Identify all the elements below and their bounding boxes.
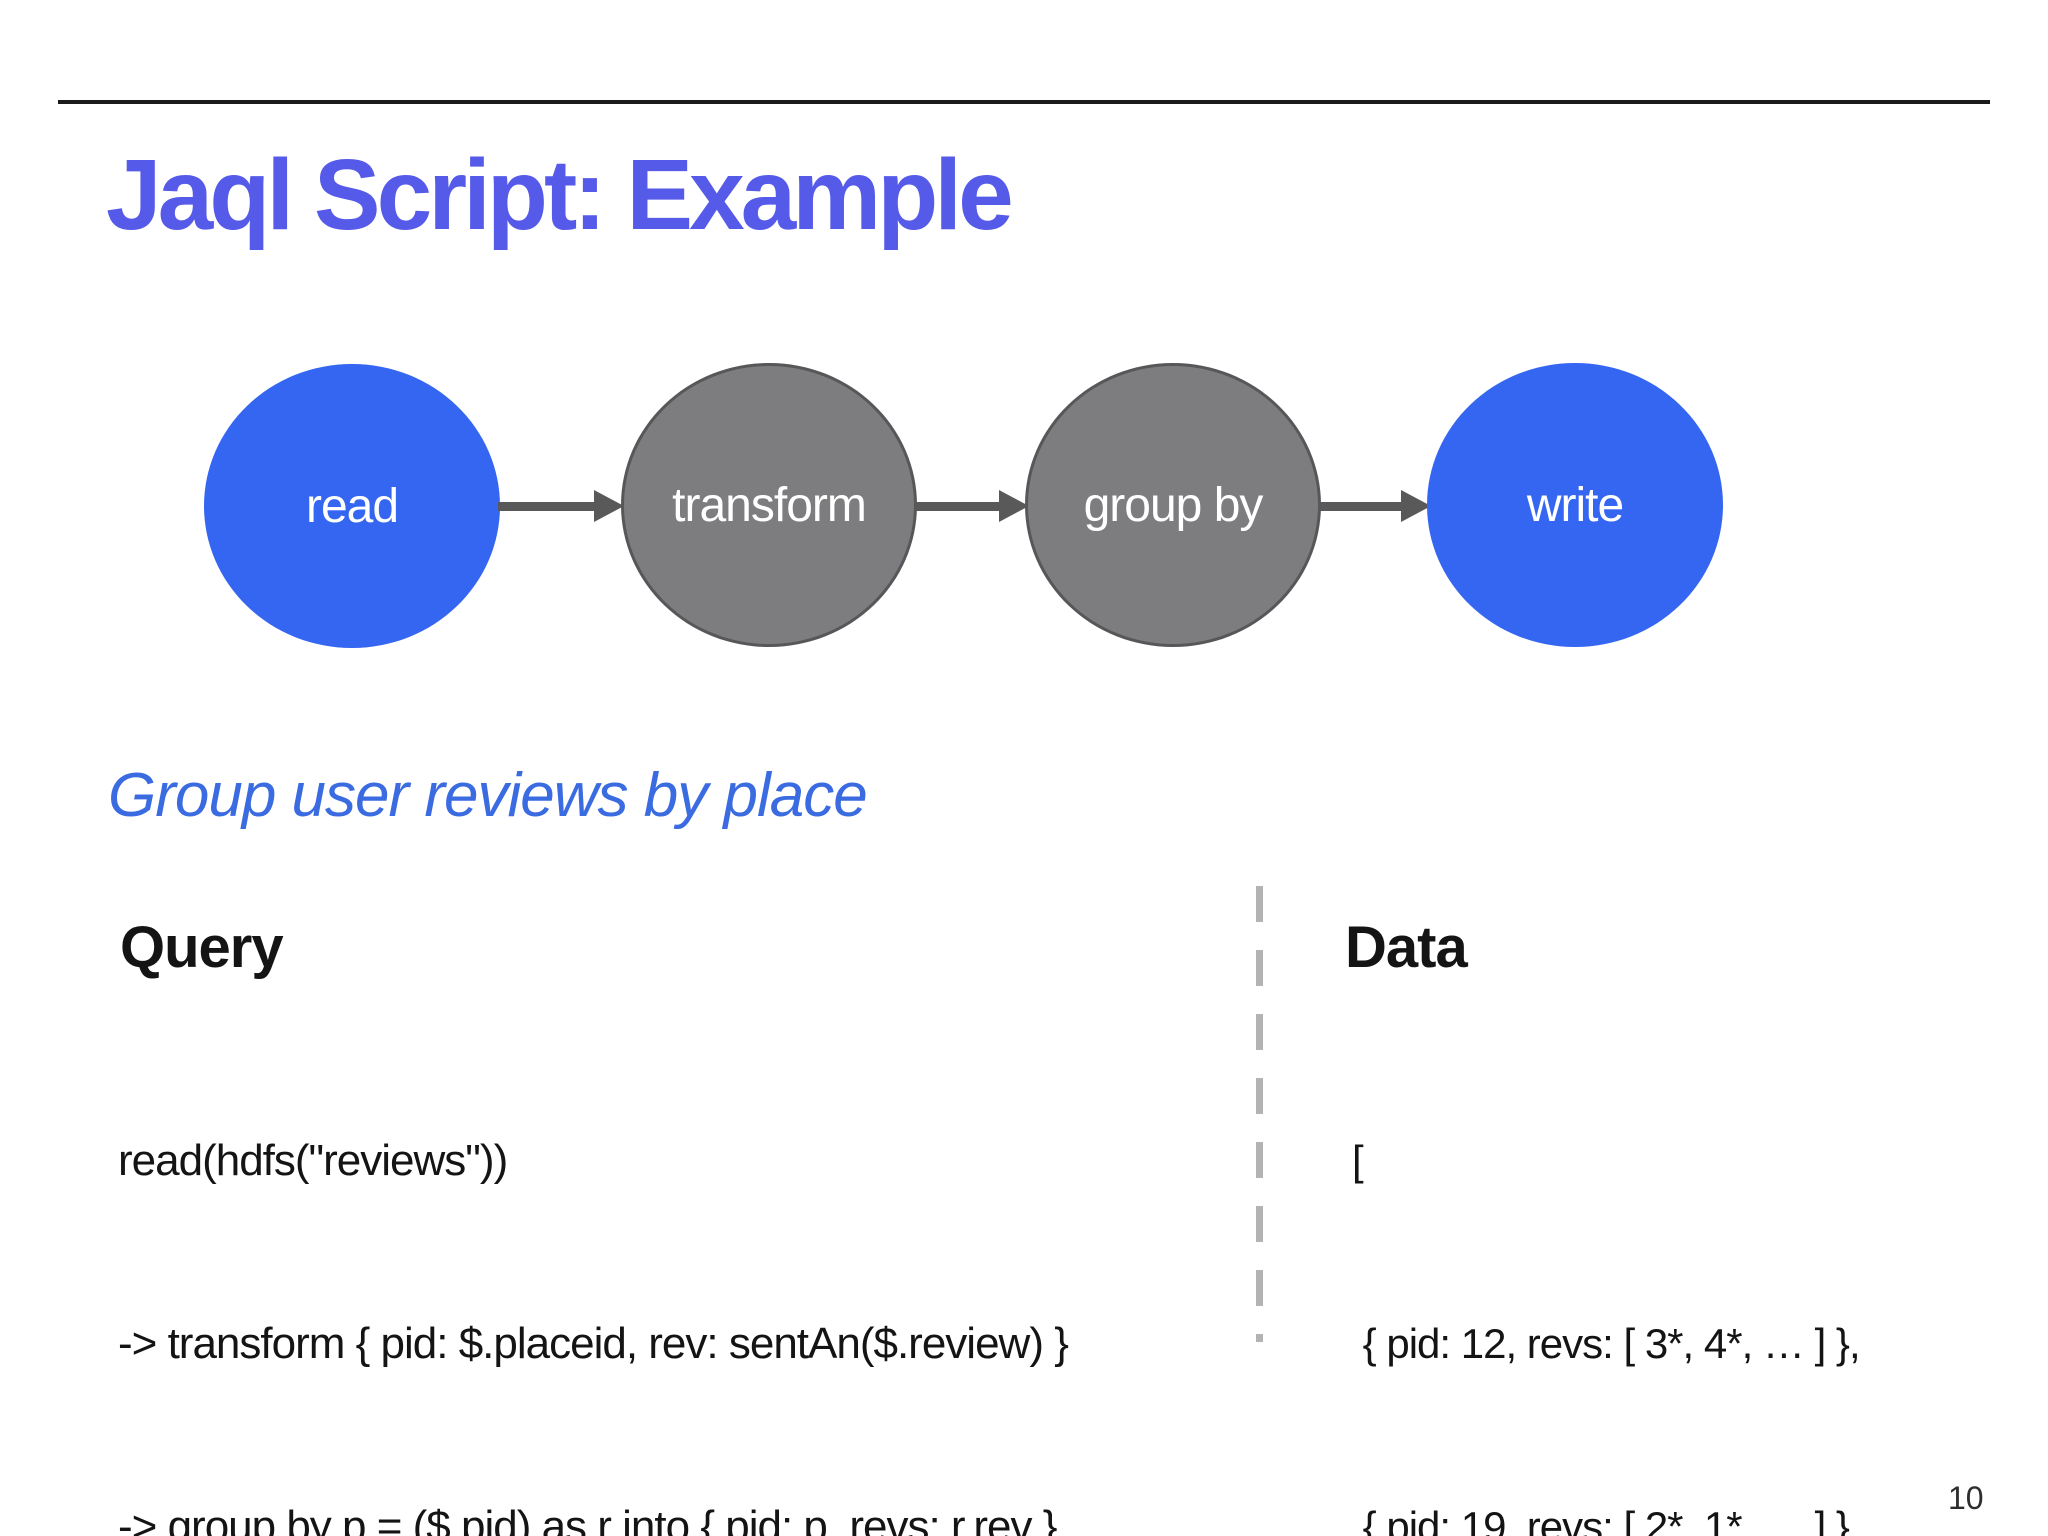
flow-arrow-read-to-transform <box>498 490 624 522</box>
arrow-shaft <box>1319 502 1405 511</box>
query-code-block: read(hdfs("reviews")) -> transform { pid… <box>118 1008 1069 1536</box>
pipeline-node-read: read <box>204 364 500 648</box>
query-section-heading: Query <box>120 915 284 980</box>
arrow-shaft <box>915 502 1003 511</box>
top-horizontal-rule <box>58 100 1990 104</box>
data-code-line: { pid: 12, revs: [ 3*, 4*, … ] }, <box>1352 1320 1861 1367</box>
pipeline-node-groupby: group by <box>1025 363 1321 647</box>
data-code-line: { pid: 19, revs: [ 2*, 1*, … ] } <box>1352 1503 1850 1536</box>
slide-subtitle: Group user reviews by place <box>108 761 868 830</box>
pipeline-node-label: read <box>305 479 399 533</box>
arrow-head-icon <box>1401 490 1431 522</box>
page-number: 10 <box>1948 1480 1984 1516</box>
pipeline-node-write: write <box>1427 363 1723 647</box>
arrow-head-icon <box>999 490 1029 522</box>
dashed-vertical-divider <box>1256 886 1263 1342</box>
data-section-heading: Data <box>1345 915 1468 980</box>
slide-title: Jaql Script: Example <box>106 139 1014 251</box>
query-code-line: read(hdfs("reviews")) <box>118 1136 508 1185</box>
data-code-line: [ <box>1352 1137 1364 1184</box>
data-code-block: [ { pid: 12, revs: [ 3*, 4*, … ] }, { pi… <box>1352 1008 1861 1536</box>
arrow-shaft <box>498 502 598 511</box>
query-code-line: -> transform { pid: $.placeid, rev: sent… <box>118 1319 1069 1368</box>
flow-arrow-transform-to-groupby <box>915 490 1029 522</box>
pipeline-node-label: write <box>1526 478 1624 532</box>
pipeline-node-transform: transform <box>621 363 917 647</box>
flow-arrow-groupby-to-write <box>1319 490 1431 522</box>
arrow-head-icon <box>594 490 624 522</box>
pipeline-node-label: group by <box>1083 478 1264 532</box>
query-code-line: -> group by p = ($.pid) as r into { pid:… <box>118 1502 1057 1536</box>
pipeline-node-label: transform <box>672 478 867 532</box>
